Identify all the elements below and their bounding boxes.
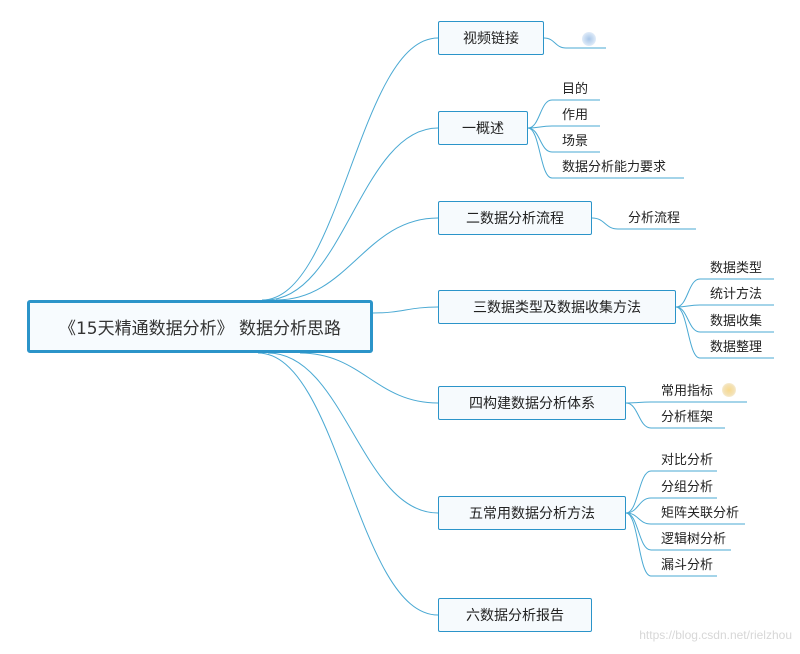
branch-analysis-report[interactable]: 六数据分析报告 (438, 598, 592, 632)
leaf-connector (591, 217, 696, 230)
leaf-comparison-analysis[interactable]: 对比分析 (661, 453, 714, 468)
branch-label: 四构建数据分析体系 (469, 396, 595, 412)
leaf-data-collection[interactable]: 数据收集 (710, 314, 763, 329)
leaf-connector (675, 306, 774, 359)
root-topic[interactable]: 《15天精通数据分析》 数据分析思路 (27, 300, 373, 353)
branch-label: 一概述 (462, 121, 504, 137)
leaf-data-cleanup[interactable]: 数据整理 (710, 340, 763, 355)
branch-data-types-collection[interactable]: 三数据类型及数据收集方法 (438, 290, 676, 324)
leaf-function[interactable]: 作用 (562, 108, 589, 123)
leaf-connector (625, 470, 717, 514)
root-connector (275, 217, 439, 301)
leaf-scene[interactable]: 场景 (562, 134, 589, 149)
leaf-connector (625, 401, 747, 404)
link-icon[interactable] (582, 32, 596, 46)
leaf-connector (625, 512, 745, 525)
branch-label: 二数据分析流程 (466, 211, 564, 227)
leaf-analysis-framework[interactable]: 分析框架 (661, 410, 714, 425)
root-connector (257, 352, 439, 616)
branch-analysis-process[interactable]: 二数据分析流程 (438, 201, 592, 235)
leaf-connector (675, 304, 774, 308)
root-connector (265, 127, 439, 301)
branch-video-link[interactable]: 视频链接 (438, 21, 544, 55)
leaf-connector (625, 497, 717, 514)
leaf-common-metrics[interactable]: 常用指标 (661, 384, 714, 399)
branch-label: 三数据类型及数据收集方法 (473, 300, 641, 316)
branch-label: 六数据分析报告 (466, 608, 564, 624)
leaf-connector (543, 37, 606, 49)
leaf-analysis-process[interactable]: 分析流程 (628, 211, 681, 226)
leaf-matrix-analysis[interactable]: 矩阵关联分析 (661, 506, 740, 521)
leaf-ability-requirements[interactable]: 数据分析能力要求 (562, 160, 667, 175)
leaf-funnel-analysis[interactable]: 漏斗分析 (661, 558, 714, 573)
root-connector (372, 306, 439, 314)
branch-overview[interactable]: 一概述 (438, 111, 528, 145)
branch-label: 五常用数据分析方法 (469, 506, 595, 522)
leaf-connector (527, 125, 600, 129)
branch-common-methods[interactable]: 五常用数据分析方法 (438, 496, 626, 530)
root-connector (299, 352, 439, 404)
watermark: https://blog.csdn.net/rielzhou (639, 628, 792, 642)
root-connector (267, 352, 439, 514)
leaf-statistical-methods[interactable]: 统计方法 (710, 287, 763, 302)
leaf-connector (527, 127, 684, 179)
branch-label: 视频链接 (463, 31, 519, 47)
leaf-group-analysis[interactable]: 分组分析 (661, 480, 714, 495)
leaf-connector (625, 402, 725, 429)
root-connector (261, 37, 439, 301)
branch-build-analysis-system[interactable]: 四构建数据分析体系 (438, 386, 626, 420)
leaf-logic-tree-analysis[interactable]: 逻辑树分析 (661, 532, 727, 547)
leaf-connector (527, 99, 600, 129)
leaf-connector (625, 512, 717, 577)
star-icon (722, 383, 736, 397)
leaf-data-types[interactable]: 数据类型 (710, 261, 763, 276)
leaf-purpose[interactable]: 目的 (562, 82, 589, 97)
leaf-connector (675, 278, 774, 308)
root-topic-label: 《15天精通数据分析》 数据分析思路 (58, 319, 342, 339)
